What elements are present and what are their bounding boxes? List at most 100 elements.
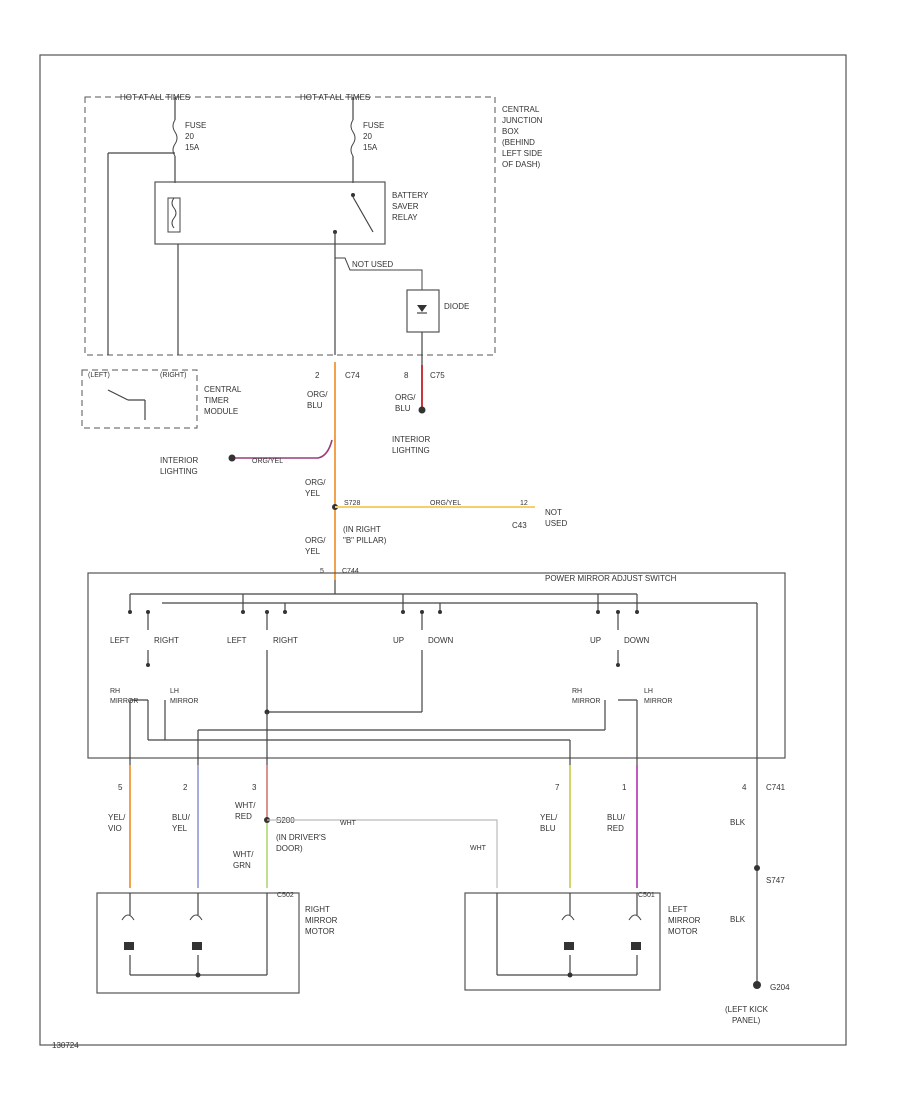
svg-text:(BEHIND: (BEHIND [502,138,535,147]
svg-text:WHT/: WHT/ [235,801,256,810]
svg-text:CENTRAL: CENTRAL [502,105,540,114]
svg-text:BLU/: BLU/ [607,813,626,822]
svg-text:MIRROR: MIRROR [305,916,338,925]
wht-label: WHT [340,820,357,827]
relay-label: BATTERY SAVER RELAY [392,191,429,222]
svg-text:(IN DRIVER'S: (IN DRIVER'S [276,833,326,842]
svg-text:BLU: BLU [395,404,411,413]
pin-labels: 5 2 3 7 1 4 C741 [118,783,786,792]
not-used-right: NOT USED [545,508,567,528]
svg-text:MIRROR: MIRROR [110,698,138,705]
svg-text:8: 8 [404,371,409,380]
interior-lighting-left: INTERIOR LIGHTING [160,456,198,476]
svg-text:MODULE: MODULE [204,407,238,416]
svg-text:(LEFT KICK: (LEFT KICK [725,1005,769,1014]
wire-label-wht-red: WHT/ RED [235,801,256,821]
svg-text:UP: UP [393,636,404,645]
svg-text:GRN: GRN [233,861,251,870]
diode [406,289,440,333]
svg-text:RH: RH [110,688,120,695]
svg-text:BLU: BLU [540,824,556,833]
power-mirror-adjust-switch [87,572,786,759]
svg-text:MIRROR: MIRROR [170,698,198,705]
central-junction-box [84,96,496,356]
svg-text:INTERIOR: INTERIOR [160,456,198,465]
svg-text:NOT: NOT [545,508,562,517]
ground-dot-interior [418,406,426,414]
svg-text:YEL/: YEL/ [540,813,558,822]
svg-text:(IN RIGHT: (IN RIGHT [343,525,381,534]
svg-text:YEL/: YEL/ [108,813,126,822]
svg-text:RIGHT: RIGHT [273,636,298,645]
left-mirror-motor [464,892,661,991]
svg-text:"B" PILLAR): "B" PILLAR) [343,536,387,545]
svg-text:C744: C744 [342,568,359,575]
svg-text:RIGHT: RIGHT [305,905,330,914]
rh-mirror-label-2: RH MIRROR [572,688,600,705]
label-org-yel-1: ORG/ YEL [305,478,326,498]
wht-label-2: WHT [470,845,487,852]
svg-text:MIRROR: MIRROR [668,916,701,925]
diode-symbol [417,305,427,312]
svg-text:7: 7 [555,783,560,792]
interior-lighting-right: INTERIOR LIGHTING [392,435,430,455]
timer-label: CENTRAL TIMER MODULE [204,385,242,416]
figure-id: 130724 [52,1041,79,1050]
label-org-yel-2: ORG/ YEL [305,536,326,556]
timer-left: (LEFT) [88,372,110,379]
hot-label-right: HOT AT ALL TIMES [300,93,370,102]
battery-saver-relay [154,181,386,245]
svg-text:15A: 15A [185,143,200,152]
wire-label-blk: BLK [730,818,746,827]
not-used-top: NOT USED [352,260,393,269]
diagram-frame [39,54,847,1046]
svg-text:LEFT SIDE: LEFT SIDE [502,149,542,158]
relay-coil [167,197,181,233]
connector-c75: 8 C75 [404,371,445,380]
svg-text:5: 5 [118,783,123,792]
svg-text:RIGHT: RIGHT [154,636,179,645]
svg-text:RELAY: RELAY [392,213,418,222]
connector-c744: 5 C744 [320,568,359,575]
fuse-left: FUSE 20 15A [172,97,206,183]
svg-text:ORG/: ORG/ [305,536,326,545]
svg-text:BOX: BOX [502,127,520,136]
svg-text:VIO: VIO [108,824,122,833]
timer-switch [107,389,146,420]
timer-right: (RIGHT) [160,372,186,379]
lh-mirror-label-2: LH MIRROR [644,688,672,705]
central-timer-module [81,369,198,429]
ground-location: (LEFT KICK PANEL) [725,1005,769,1025]
svg-text:RED: RED [607,824,624,833]
label-org-blu-1: ORG/ BLU [307,390,328,410]
svg-text:BLU/: BLU/ [172,813,191,822]
ground-id: G204 [770,983,790,992]
svg-text:LEFT: LEFT [227,636,247,645]
svg-text:BLU: BLU [307,401,323,410]
svg-text:CENTRAL: CENTRAL [204,385,242,394]
switch-contacts [128,594,639,630]
svg-text:20: 20 [363,132,372,141]
svg-text:MIRROR: MIRROR [572,698,600,705]
svg-text:JUNCTION: JUNCTION [502,116,543,125]
svg-text:LEFT: LEFT [110,636,130,645]
connector-c74: 2 C74 [315,371,360,380]
splice-tail-label: ORG/YEL [430,500,461,507]
fuse-right: FUSE 20 15A [350,97,384,183]
svg-text:3: 3 [252,783,257,792]
wire-label-yel-blu: YEL/ BLU [540,813,558,833]
wire-wht [267,819,498,888]
wire-label-blu-yel: BLU/ YEL [172,813,191,833]
svg-text:C74: C74 [345,371,360,380]
left-motor-label: LEFT MIRROR MOTOR [668,905,701,936]
svg-text:ORG/: ORG/ [307,390,328,399]
mirror-selector-contacts [129,699,638,765]
svg-text:DOWN: DOWN [428,636,454,645]
svg-text:MIRROR: MIRROR [644,698,672,705]
svg-text:ORG/: ORG/ [395,393,416,402]
driver-door-note: (IN DRIVER'S DOOR) [276,833,326,853]
svg-text:YEL: YEL [305,489,321,498]
svg-text:DOWN: DOWN [624,636,650,645]
svg-text:OF DASH): OF DASH) [502,160,541,169]
